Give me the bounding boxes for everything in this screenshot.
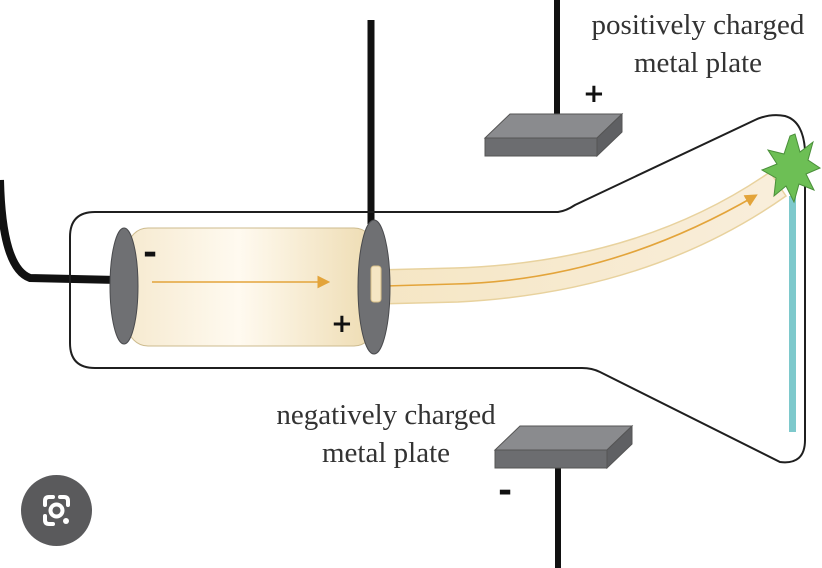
fluorescent-screen [789, 196, 796, 432]
cathode-electrode [109, 227, 139, 345]
beam-direction-arrow [384, 194, 758, 287]
negative-plate-label-line1: negatively charged [276, 399, 496, 431]
cathode-wire [0, 179, 119, 284]
positive-metal-plate [483, 112, 624, 158]
lens-search-button[interactable] [21, 475, 92, 546]
negative-plate-label-line2: metal plate [322, 437, 450, 469]
anode-aperture [370, 265, 382, 303]
positive-plate-label-line2: metal plate [634, 47, 762, 79]
bottom-plate-sign: - [498, 471, 512, 511]
lens-search-icon [43, 495, 70, 526]
tube-outline [69, 114, 806, 464]
deflected-electron-beam [373, 170, 788, 305]
anode-sign: + [331, 309, 353, 339]
cathode-sign: - [143, 233, 157, 273]
negative-metal-plate [493, 424, 634, 470]
top-plate-sign: + [583, 79, 605, 109]
spark-icon [760, 133, 822, 204]
positive-plate-label-line1: positively charged [592, 9, 805, 41]
